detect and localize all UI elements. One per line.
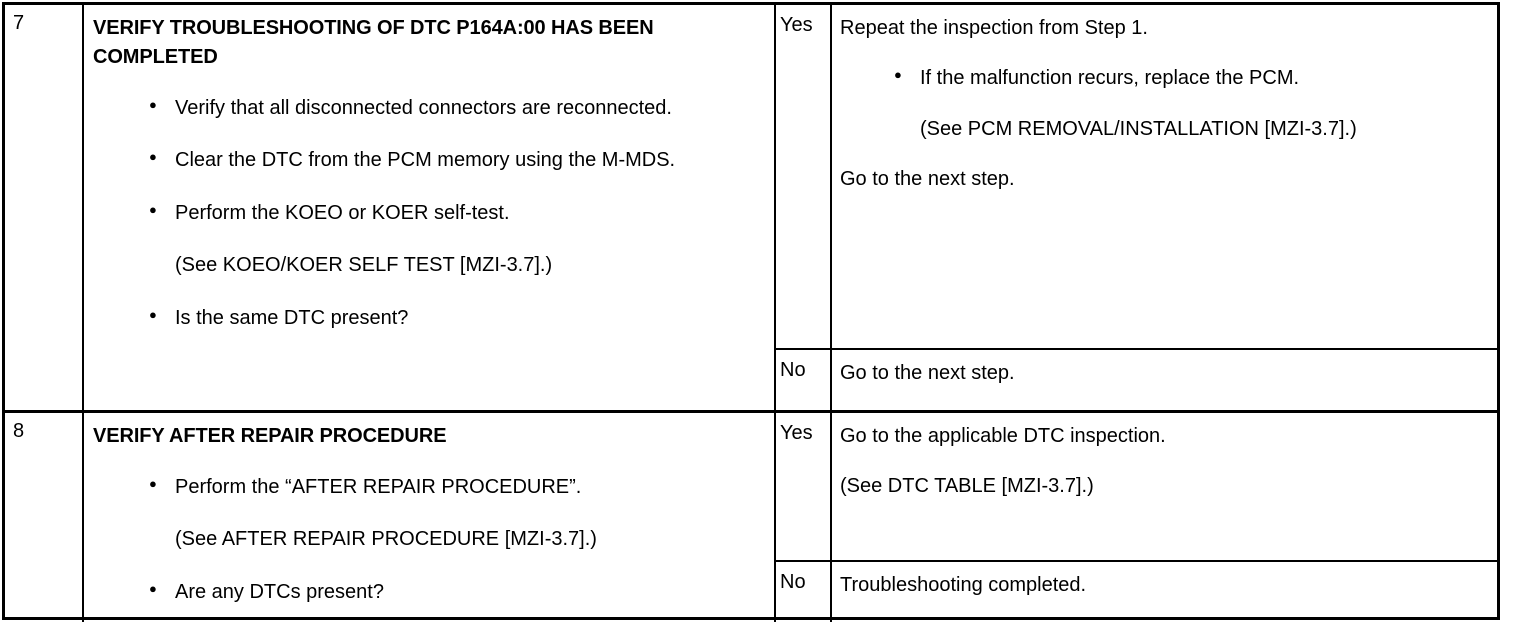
- answer-bullet-list: If the malfunction recurs, replace the P…: [892, 63, 1487, 143]
- list-item: Are any DTCs present?: [147, 577, 764, 606]
- step-number: 8: [13, 420, 25, 442]
- answer-lead: Go to the next step.: [840, 362, 1015, 384]
- answer-label-yes: Yes: [776, 413, 832, 560]
- answer-trailer: (See DTC TABLE [MZI-3.7].): [840, 475, 1094, 498]
- answer-text-no: Go to the next step.: [832, 350, 1497, 410]
- step-action-cell: VERIFY AFTER REPAIR PROCEDURE Perform th…: [84, 413, 776, 622]
- answer-label-yes: Yes: [776, 5, 832, 348]
- answer-block-no: No Go to the next step.: [776, 348, 1497, 410]
- answer-text-no: Troubleshooting completed.: [832, 562, 1497, 622]
- list-item: Verify that all disconnected connectors …: [147, 93, 764, 122]
- step-title: VERIFY TROUBLESHOOTING OF DTC P164A:00 H…: [93, 17, 654, 68]
- reference-note-text: (See KOEO/KOER SELF TEST [MZI-3.7].): [175, 254, 553, 277]
- step-action-list: Perform the “AFTER REPAIR PROCEDURE”. (S…: [147, 472, 764, 606]
- step-number-cell: 8: [5, 413, 84, 622]
- list-item-text: Perform the KOEO or KOER self-test.: [175, 201, 510, 224]
- answer-lead: Repeat the inspection from Step 1.: [840, 17, 1148, 39]
- reference-note: (See AFTER REPAIR PROCEDURE [MZI-3.7].): [147, 525, 764, 553]
- list-item-text: Clear the DTC from the PCM memory using …: [175, 149, 676, 172]
- answer-text-yes: Go to the applicable DTC inspection. (Se…: [832, 413, 1497, 560]
- list-item-text: Are any DTCs present?: [175, 580, 384, 603]
- step-result-cell: Yes Go to the applicable DTC inspection.…: [776, 413, 1497, 622]
- step-result-cell: Yes Repeat the inspection from Step 1. I…: [776, 5, 1497, 410]
- reference-note: (See KOEO/KOER SELF TEST [MZI-3.7].): [147, 251, 764, 279]
- list-item: Perform the KOEO or KOER self-test.: [147, 198, 764, 227]
- list-item: Clear the DTC from the PCM memory using …: [147, 145, 764, 174]
- answer-text-yes: Repeat the inspection from Step 1. If th…: [832, 5, 1497, 348]
- table-row: 8 VERIFY AFTER REPAIR PROCEDURE Perform …: [5, 410, 1497, 622]
- answer-label-no: No: [776, 350, 832, 410]
- step-action-cell: VERIFY TROUBLESHOOTING OF DTC P164A:00 H…: [84, 5, 776, 410]
- table-row: 7 VERIFY TROUBLESHOOTING OF DTC P164A:00…: [5, 5, 1497, 410]
- reference-note-text: (See AFTER REPAIR PROCEDURE [MZI-3.7].): [175, 528, 597, 551]
- list-item: Is the same DTC present?: [147, 303, 764, 332]
- step-number-cell: 7: [5, 5, 84, 410]
- list-item: If the malfunction recurs, replace the P…: [892, 63, 1487, 92]
- step-action-list: Verify that all disconnected connectors …: [147, 93, 764, 332]
- list-item-text: Is the same DTC present?: [175, 306, 409, 329]
- answer-block-yes: Yes Go to the applicable DTC inspection.…: [776, 413, 1497, 560]
- reference-note-text: (See PCM REMOVAL/INSTALLATION [MZI-3.7].…: [920, 117, 1357, 140]
- dtc-troubleshooting-table: 7 VERIFY TROUBLESHOOTING OF DTC P164A:00…: [2, 2, 1500, 622]
- list-item-text: Perform the “AFTER REPAIR PROCEDURE”.: [175, 476, 582, 498]
- answer-lead: Go to the applicable DTC inspection.: [840, 425, 1166, 447]
- reference-note: (See PCM REMOVAL/INSTALLATION [MZI-3.7].…: [892, 115, 1487, 143]
- answer-block-no: No Troubleshooting completed.: [776, 560, 1497, 622]
- answer-lead: Troubleshooting completed.: [840, 574, 1087, 596]
- step-title: VERIFY AFTER REPAIR PROCEDURE: [93, 425, 447, 447]
- answer-block-yes: Yes Repeat the inspection from Step 1. I…: [776, 5, 1497, 348]
- list-item-text: Verify that all disconnected connectors …: [175, 97, 672, 119]
- answer-label-no: No: [776, 562, 832, 622]
- step-number: 7: [13, 12, 25, 34]
- answer-trailer: Go to the next step.: [840, 168, 1015, 191]
- list-item-text: If the malfunction recurs, replace the P…: [920, 67, 1300, 90]
- list-item: Perform the “AFTER REPAIR PROCEDURE”.: [147, 472, 764, 501]
